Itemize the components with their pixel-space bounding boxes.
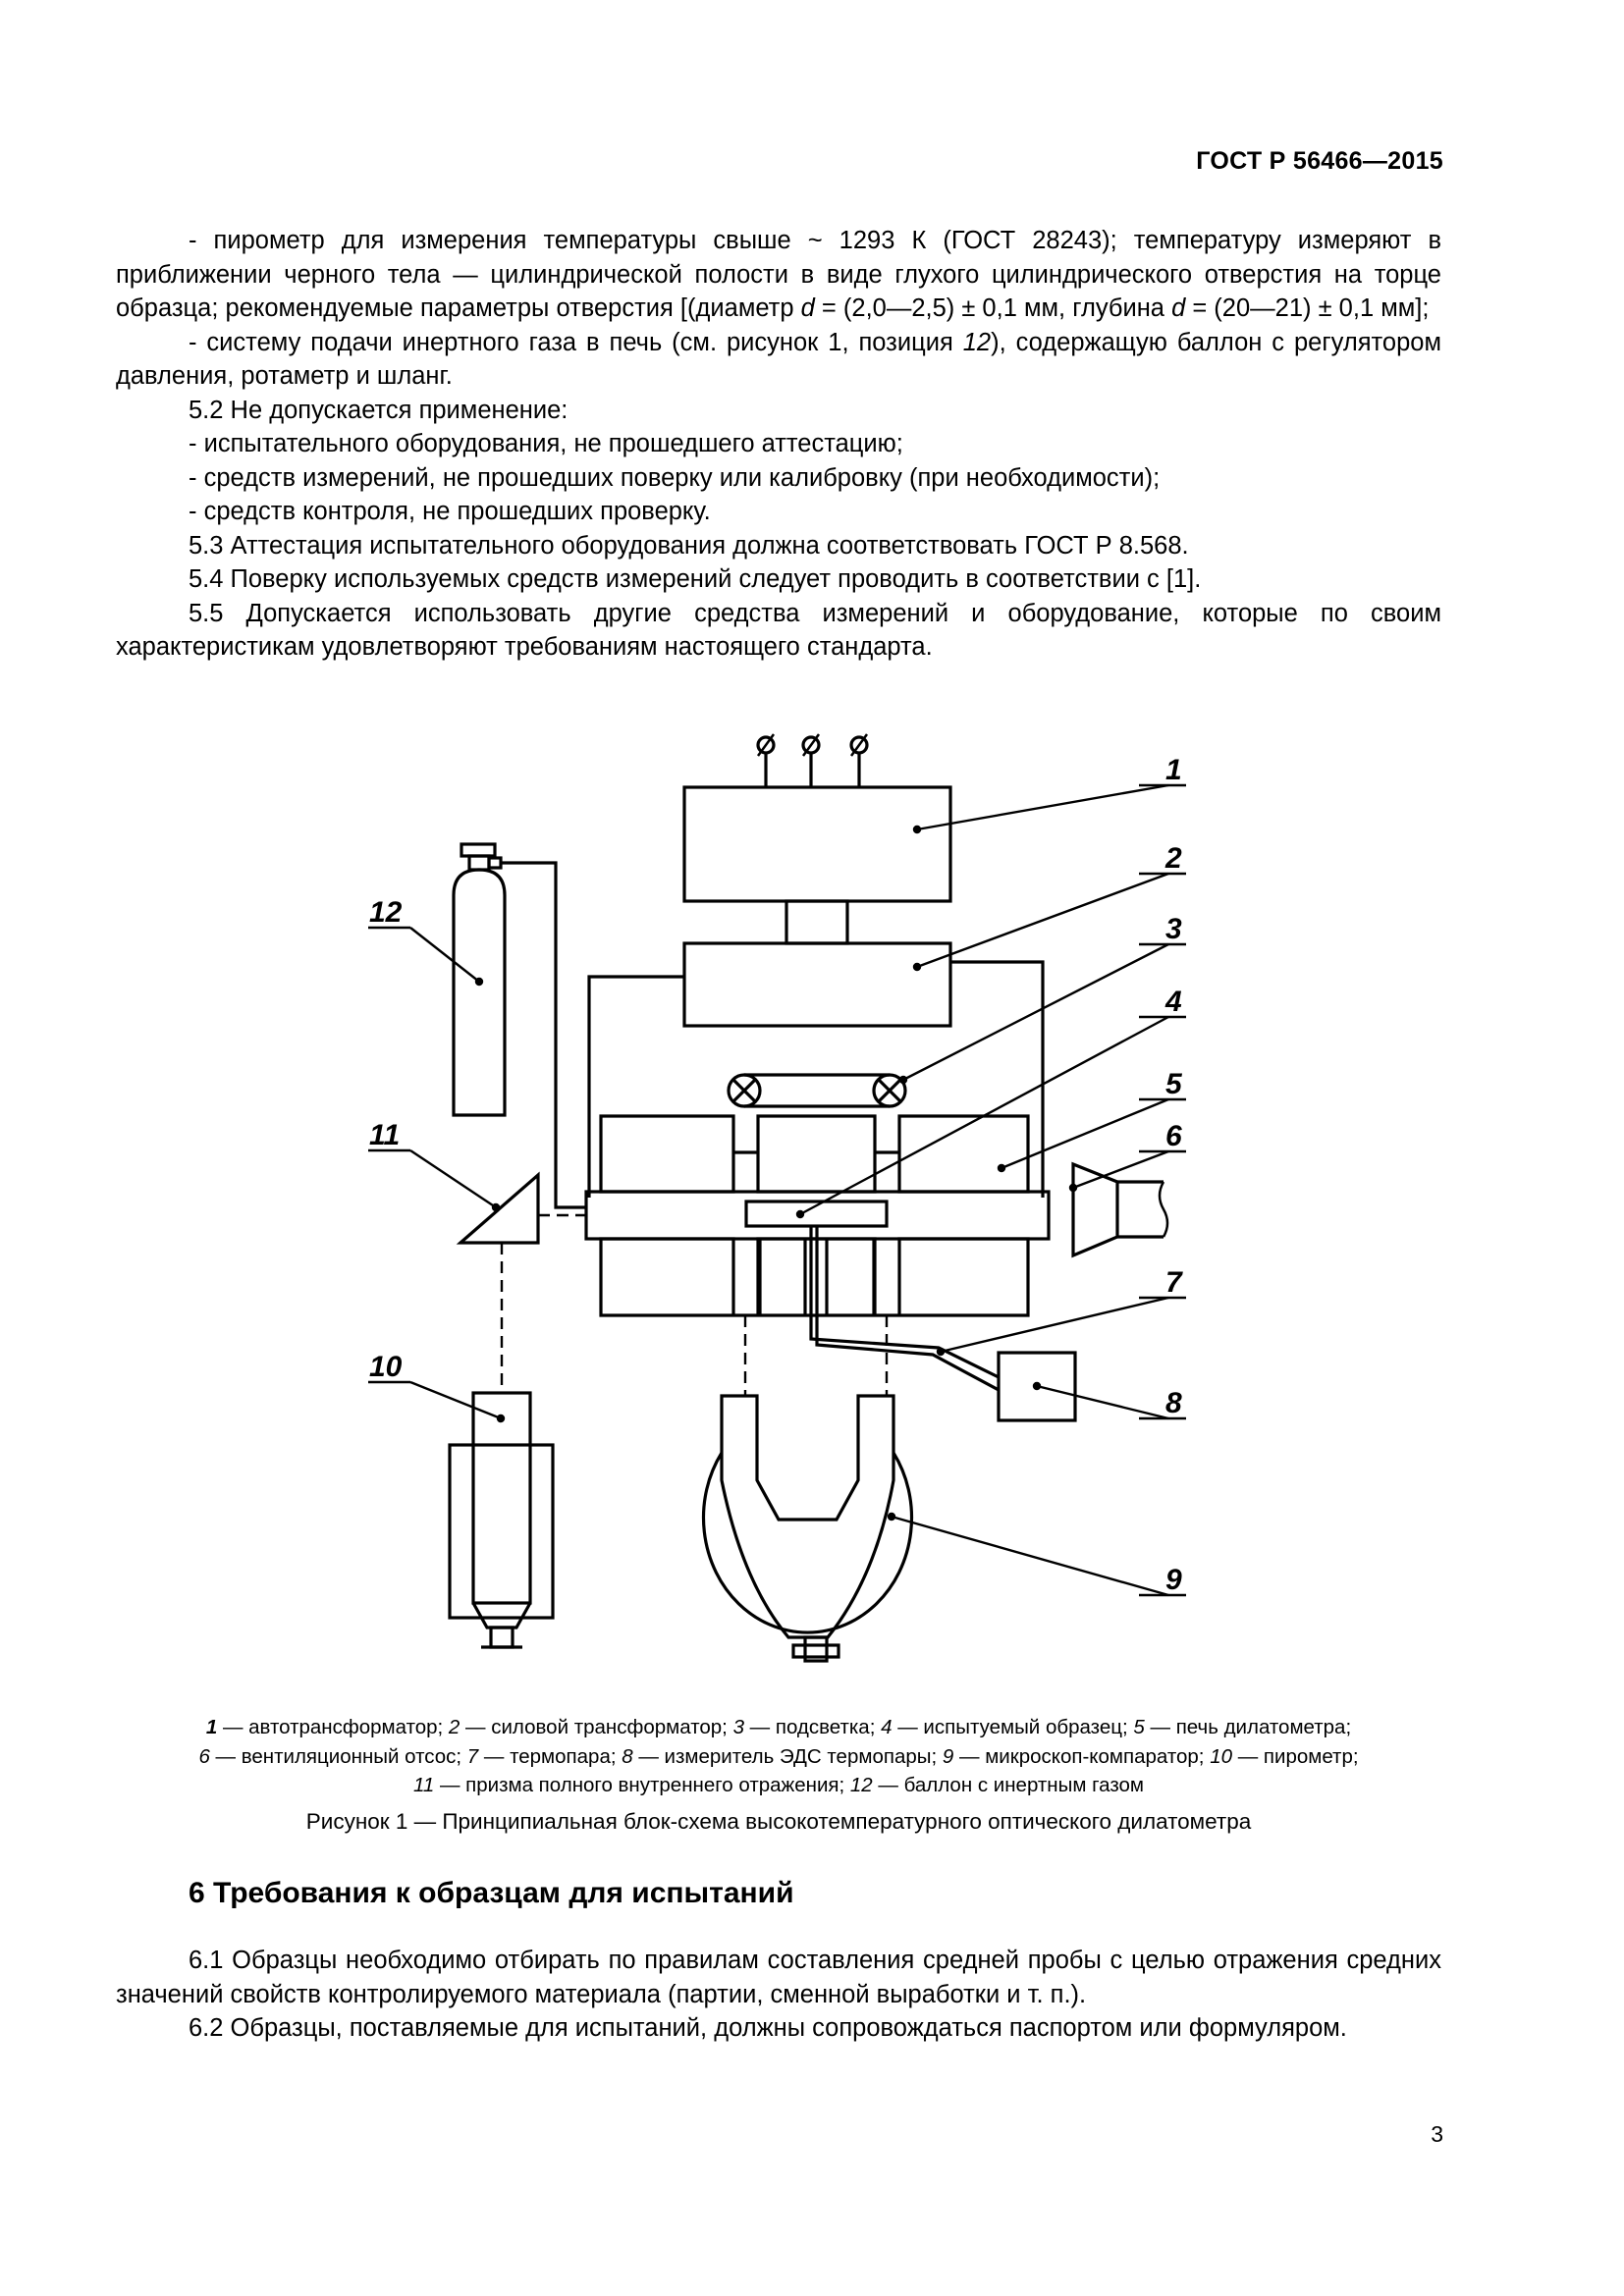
- section-6-text: 6.1 Образцы необходимо отбирать по прави…: [116, 1944, 1441, 2046]
- legend-num: 8: [622, 1744, 633, 1768]
- emf-meter-box: [997, 1351, 1077, 1422]
- legend-num: 5: [1133, 1716, 1145, 1738]
- thermocouple-wire: [809, 1226, 1000, 1379]
- text-run: = (2,0—2,5) ± 0,1 мм, глубина: [814, 294, 1172, 322]
- callout-5: 5: [1165, 1068, 1183, 1100]
- wire-right: [950, 960, 1045, 1198]
- legend-text: — пирометр;: [1232, 1744, 1359, 1768]
- legend-num: 3: [732, 1716, 744, 1738]
- document-code: ГОСТ Р 56466—2015: [1196, 147, 1443, 175]
- legend-text: — баллон с инертным газом: [872, 1774, 1145, 1796]
- legend-num: 2: [448, 1716, 460, 1738]
- legend-line: 6 — вентиляционный отсос; 7 — термопара;…: [116, 1742, 1441, 1772]
- legend-text: — автотрансформатор;: [217, 1716, 449, 1738]
- callout-2: 2: [1164, 842, 1182, 875]
- gas-hose: [501, 861, 586, 1209]
- legend-text: — подсветка;: [743, 1716, 882, 1738]
- dilatometer-diagram: 1 2 3 4 5 6 7 8 9 10 11 12: [368, 733, 1186, 1663]
- paragraph-5-2: 5.2 Не допускается применение:: [189, 396, 568, 424]
- power-terminals: [756, 733, 869, 787]
- legend-text: — измеритель ЭДС термопары;: [632, 1744, 943, 1768]
- lamps: [727, 1073, 907, 1108]
- paragraph-6-2: 6.2 Образцы, поставляемые для испытаний,…: [189, 2014, 1347, 2042]
- legend-num: 1: [205, 1716, 218, 1738]
- paragraph-5-3: 5.3 Аттестация испытательного оборудован…: [189, 531, 1189, 560]
- gas-cylinder: [452, 868, 507, 1117]
- text-run: = (20—21) ± 0,1 мм];: [1185, 294, 1430, 322]
- legend-text: — призма полного внутреннего отражения;: [434, 1774, 850, 1796]
- text-run: ), содержащую баллон с регулятором давле…: [116, 328, 1441, 391]
- callout-4: 4: [1164, 986, 1182, 1018]
- legend-num: 9: [942, 1744, 954, 1768]
- callout-3: 3: [1165, 913, 1182, 945]
- callout-12: 12: [369, 896, 403, 929]
- legend-text: — печь дилатометра;: [1144, 1716, 1352, 1738]
- callout-6: 6: [1165, 1120, 1182, 1152]
- legend-line: 1 — автотрансформатор; 2 — силовой транс…: [116, 1713, 1441, 1742]
- page-number: 3: [1431, 2121, 1443, 2147]
- legend-text: — испытуемый образец;: [892, 1716, 1134, 1738]
- transformer-link: [785, 899, 849, 945]
- legend-text: — вентиляционный отсос;: [209, 1744, 467, 1768]
- callout-8: 8: [1165, 1387, 1182, 1419]
- paragraph-5-5: 5.5 Допускается использовать другие сред…: [116, 599, 1441, 662]
- microscope-body: [720, 1394, 895, 1639]
- callout-9: 9: [1165, 1564, 1182, 1596]
- wire-left: [587, 975, 684, 1198]
- pyrometer-body: [471, 1391, 532, 1605]
- legend-num: 12: [849, 1774, 873, 1796]
- legend-num: 10: [1210, 1744, 1232, 1768]
- section-6-heading: 6 Требования к образцам для испытаний: [189, 1877, 794, 1909]
- symbol-d: d: [1171, 294, 1186, 322]
- furnace-lower: [599, 1237, 1030, 1317]
- legend-text: — силовой трансформатор;: [460, 1716, 733, 1738]
- paragraph-6-1: 6.1 Образцы необходимо отбирать по прави…: [116, 1947, 1441, 2008]
- position-ref: 12: [962, 328, 992, 356]
- autotransformer-box: [682, 785, 952, 903]
- thermocouple-wire-2: [815, 1226, 1000, 1392]
- section-5-text: - пирометр для измерения температуры свы…: [116, 224, 1441, 665]
- text-run: - систему подачи инертного газа в печь (…: [189, 328, 963, 356]
- legend-num: 4: [881, 1716, 893, 1738]
- callout-7: 7: [1165, 1266, 1183, 1299]
- figure-legend: 1 — автотрансформатор; 2 — силовой транс…: [116, 1713, 1441, 1800]
- optical-paths: [500, 1213, 889, 1396]
- legend-line: 11 — призма полного внутреннего отражени…: [116, 1771, 1441, 1800]
- gas-cylinder-cap: [460, 842, 497, 858]
- text-run: - пирометр для измерения температуры свы…: [116, 227, 1441, 322]
- legend-text: — термопара;: [478, 1744, 623, 1768]
- legend-num: 7: [466, 1744, 479, 1768]
- legend-num: 11: [412, 1774, 435, 1796]
- paragraph-5-4: 5.4 Поверку используемых средств измерен…: [189, 565, 1202, 593]
- symbol-d: d: [800, 294, 815, 322]
- leader-lines: [368, 783, 1186, 1597]
- power-transformer-box: [682, 941, 952, 1028]
- list-item: - средств измерений, не прошедших поверк…: [189, 463, 1161, 492]
- figure-block-diagram: 1 2 3 4 5 6 7 8 9 10 11 12: [334, 721, 1198, 1683]
- callout-1: 1: [1165, 754, 1182, 786]
- list-item: - испытательного оборудования, не прошед…: [189, 430, 903, 457]
- legend-num: 6: [198, 1744, 210, 1768]
- paragraph-gas-supply: - систему подачи инертного газа в печь (…: [116, 326, 1441, 394]
- figure-caption: Рисунок 1 — Принципиальная блок-схема вы…: [305, 1809, 1252, 1834]
- pyrometer-sleeve: [448, 1443, 555, 1620]
- ventilation-hood: [1071, 1161, 1119, 1258]
- microscope-circle: [701, 1452, 914, 1634]
- list-item: - средств контроля, не прошедших проверк…: [189, 498, 711, 525]
- callout-10: 10: [369, 1351, 403, 1383]
- legend-text: — микроскоп-компаратор;: [953, 1744, 1211, 1768]
- callout-11: 11: [369, 1119, 400, 1151]
- paragraph-pyrometer: - пирометр для измерения температуры свы…: [116, 224, 1441, 326]
